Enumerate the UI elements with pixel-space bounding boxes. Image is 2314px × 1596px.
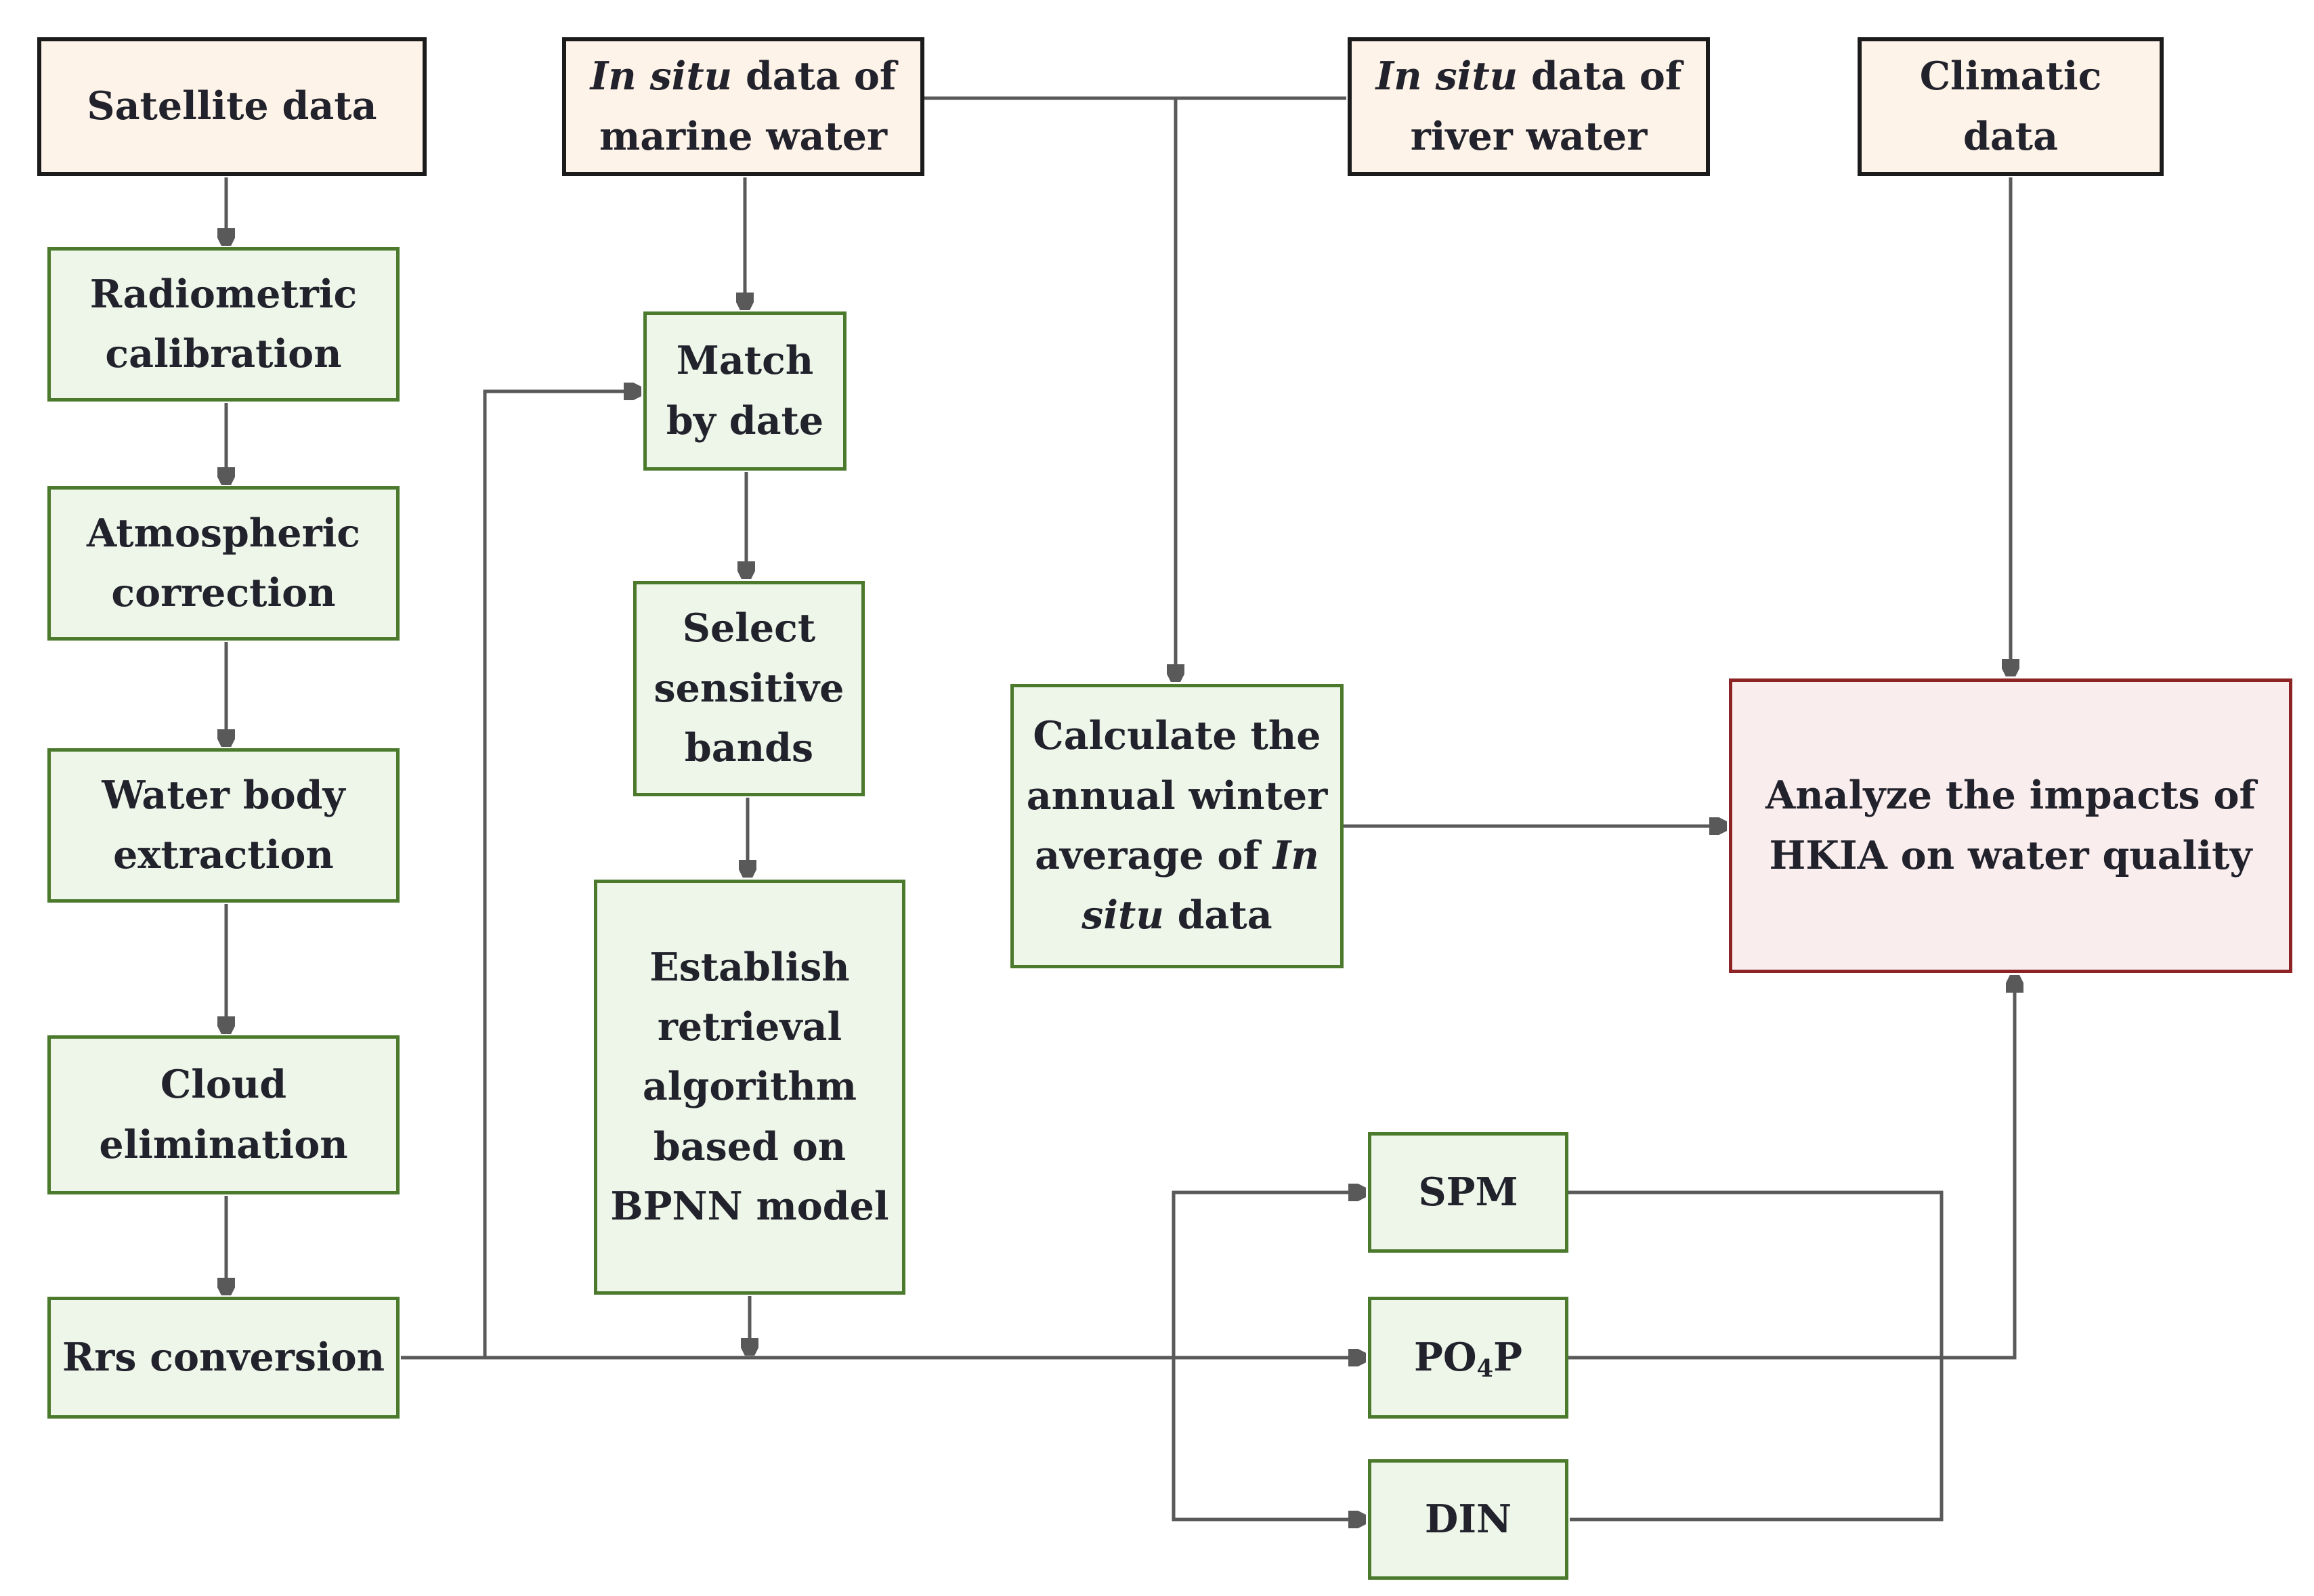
po4p-post-text: P bbox=[1493, 1334, 1522, 1380]
node-po4p-label: PO4P bbox=[1414, 1328, 1522, 1387]
node-radiometric-calibration-label: Radiometric calibration bbox=[89, 271, 358, 376]
node-din: DIN bbox=[1368, 1459, 1568, 1580]
node-climatic-data: Climatic data bbox=[1858, 37, 2164, 176]
node-climatic-data-label: Climatic data bbox=[1919, 53, 2102, 159]
node-establish-retrieval-algorithm-label: Establish retrieval algorithm based on B… bbox=[610, 944, 889, 1230]
node-establish-retrieval-algorithm: Establish retrieval algorithm based on B… bbox=[594, 880, 905, 1295]
po4p-subscript-text: 4 bbox=[1476, 1354, 1494, 1383]
arrow-branch-to-spm bbox=[1172, 1192, 1360, 1358]
node-cloud-elimination-label: Cloud elimination bbox=[99, 1062, 348, 1167]
node-insitu-marine-water: In situ data of marine water bbox=[562, 37, 924, 176]
insitu-marine-rest-text: data of marine water bbox=[599, 53, 897, 159]
node-insitu-marine-water-label: In situ data of marine water bbox=[577, 47, 909, 167]
node-cloud-elimination: Cloud elimination bbox=[47, 1035, 400, 1194]
node-match-by-date: Match by date bbox=[643, 311, 847, 471]
node-din-label: DIN bbox=[1424, 1496, 1512, 1542]
node-match-by-date-label: Match by date bbox=[666, 338, 824, 444]
node-spm-label: SPM bbox=[1418, 1169, 1518, 1215]
arrow-rrs-to-match bbox=[483, 391, 636, 1358]
node-select-sensitive-bands: Select sensitive bands bbox=[633, 581, 865, 796]
calculate-post-text: data bbox=[1163, 892, 1272, 939]
node-select-sensitive-bands-label: Select sensitive bands bbox=[654, 605, 844, 771]
node-atmospheric-correction-label: Atmospheric correction bbox=[87, 510, 360, 616]
node-satellite-data-label: Satellite data bbox=[87, 83, 377, 129]
node-insitu-river-water: In situ data of river water bbox=[1348, 37, 1710, 176]
node-rrs-conversion-label: Rrs conversion bbox=[62, 1334, 385, 1380]
node-water-body-extraction-label: Water body extraction bbox=[102, 772, 345, 878]
arrow-parameters-to-analyze bbox=[1568, 980, 2015, 1360]
insitu-river-rest-text: data of river water bbox=[1410, 53, 1682, 159]
node-atmospheric-correction: Atmospheric correction bbox=[47, 486, 400, 641]
po4p-pre-text: PO bbox=[1414, 1334, 1477, 1380]
node-water-body-extraction: Water body extraction bbox=[47, 748, 400, 903]
node-analyze-hkia-impacts: Analyze the impacts of HKIA on water qua… bbox=[1729, 678, 2292, 973]
calculate-italic-text: In situ bbox=[1081, 833, 1319, 939]
node-radiometric-calibration: Radiometric calibration bbox=[47, 247, 400, 402]
node-analyze-hkia-impacts-label: Analyze the impacts of HKIA on water qua… bbox=[1765, 773, 2256, 878]
insitu-river-italic-text: In situ bbox=[1375, 53, 1518, 100]
node-satellite-data: Satellite data bbox=[37, 37, 427, 176]
arrow-branch-to-din bbox=[1172, 1358, 1360, 1519]
node-calculate-winter-average: Calculate the annual winter average of I… bbox=[1010, 684, 1344, 968]
node-rrs-conversion: Rrs conversion bbox=[47, 1297, 400, 1419]
node-insitu-river-water-label: In situ data of river water bbox=[1363, 47, 1695, 167]
calculate-pre-text: Calculate the annual winter average of bbox=[1026, 713, 1328, 878]
node-po4p: PO4P bbox=[1368, 1297, 1568, 1419]
node-calculate-winter-average-label: Calculate the annual winter average of I… bbox=[1025, 706, 1329, 945]
node-spm: SPM bbox=[1368, 1132, 1568, 1253]
insitu-marine-italic-text: In situ bbox=[590, 53, 733, 100]
